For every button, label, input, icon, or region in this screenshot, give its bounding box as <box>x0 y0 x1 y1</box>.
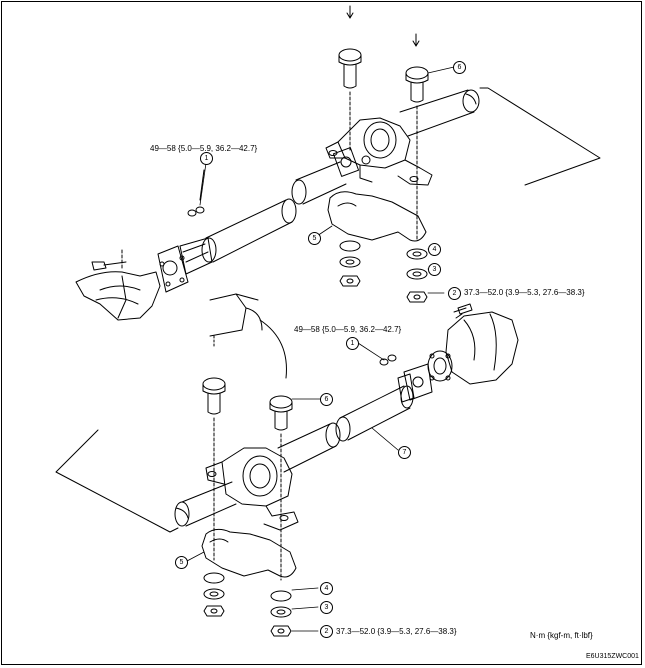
lower-washer-stack-left <box>203 572 225 617</box>
callout-3-upper: 3 <box>428 263 441 276</box>
callout-6-upper: 6 <box>453 61 466 74</box>
lower-front-shaft <box>174 481 237 527</box>
upper-middle-shaft <box>201 161 347 263</box>
upper-frame-guide-lines <box>479 87 601 186</box>
upper-front-flange-joint <box>157 237 213 293</box>
callout-1-lower: 1 <box>346 337 359 350</box>
upper-bolt-right <box>405 66 429 241</box>
upper-washer-stack-left <box>339 240 361 287</box>
upper-transmission-housing <box>75 271 161 321</box>
figure-code: E6U315ZWC001 <box>586 653 639 660</box>
upper-center-bearing <box>325 117 433 186</box>
callout-4-lower: 4 <box>320 582 333 595</box>
lower-insulator-bracket <box>201 528 297 578</box>
lower-nut-torque-spec: 37.3—52.0 {3.9—5.3, 27.6—38.3} <box>336 627 457 636</box>
lower-rear-joint <box>397 363 433 403</box>
lower-frame-guide-lines <box>55 429 179 533</box>
upper-washer-stack-right <box>406 248 428 303</box>
callout-2-upper: 2 <box>448 287 461 300</box>
callout-5-upper: 5 <box>308 232 321 245</box>
callout-1-upper: 1 <box>200 152 213 165</box>
lower-center-bearing <box>205 447 299 531</box>
lower-washer-stack-right <box>270 590 292 637</box>
callout-6-lower: 6 <box>320 393 333 406</box>
upper-nut-torque-spec: 37.3—52.0 {3.9—5.3, 27.6—38.3} <box>464 288 585 297</box>
lower-bolt-right <box>269 395 293 581</box>
callout-7-lower: 7 <box>398 446 411 459</box>
callout-4-upper: 4 <box>428 243 441 256</box>
upper-flange-torque-spec: 49—58 {5.0—5.9, 36.2—42.7} <box>150 144 258 153</box>
lower-middle-shaft <box>277 422 341 473</box>
upper-flange-nut <box>187 169 205 217</box>
lower-flange-torque-spec: 49—58 {5.0—5.9, 36.2—42.7} <box>294 325 402 334</box>
callout-5-lower: 5 <box>175 556 188 569</box>
upper-transmission-bolt <box>91 249 127 271</box>
upper-bolt-left <box>338 48 362 151</box>
lower-flange-nut <box>379 354 397 366</box>
upper-universal-joint <box>332 147 371 177</box>
upper-rear-shaft <box>399 89 480 137</box>
lower-bolt-left <box>202 377 226 561</box>
callout-2-lower: 2 <box>320 625 333 638</box>
upper-insulator-bracket <box>327 191 427 242</box>
lower-rear-shaft <box>335 385 414 442</box>
units-note: N·m {kgf-m, ft·lbf} <box>530 631 593 640</box>
upper-direction-marks <box>346 5 420 47</box>
lower-body-outline <box>209 293 287 379</box>
callout-3-lower: 3 <box>320 601 333 614</box>
lower-differential <box>427 303 519 385</box>
